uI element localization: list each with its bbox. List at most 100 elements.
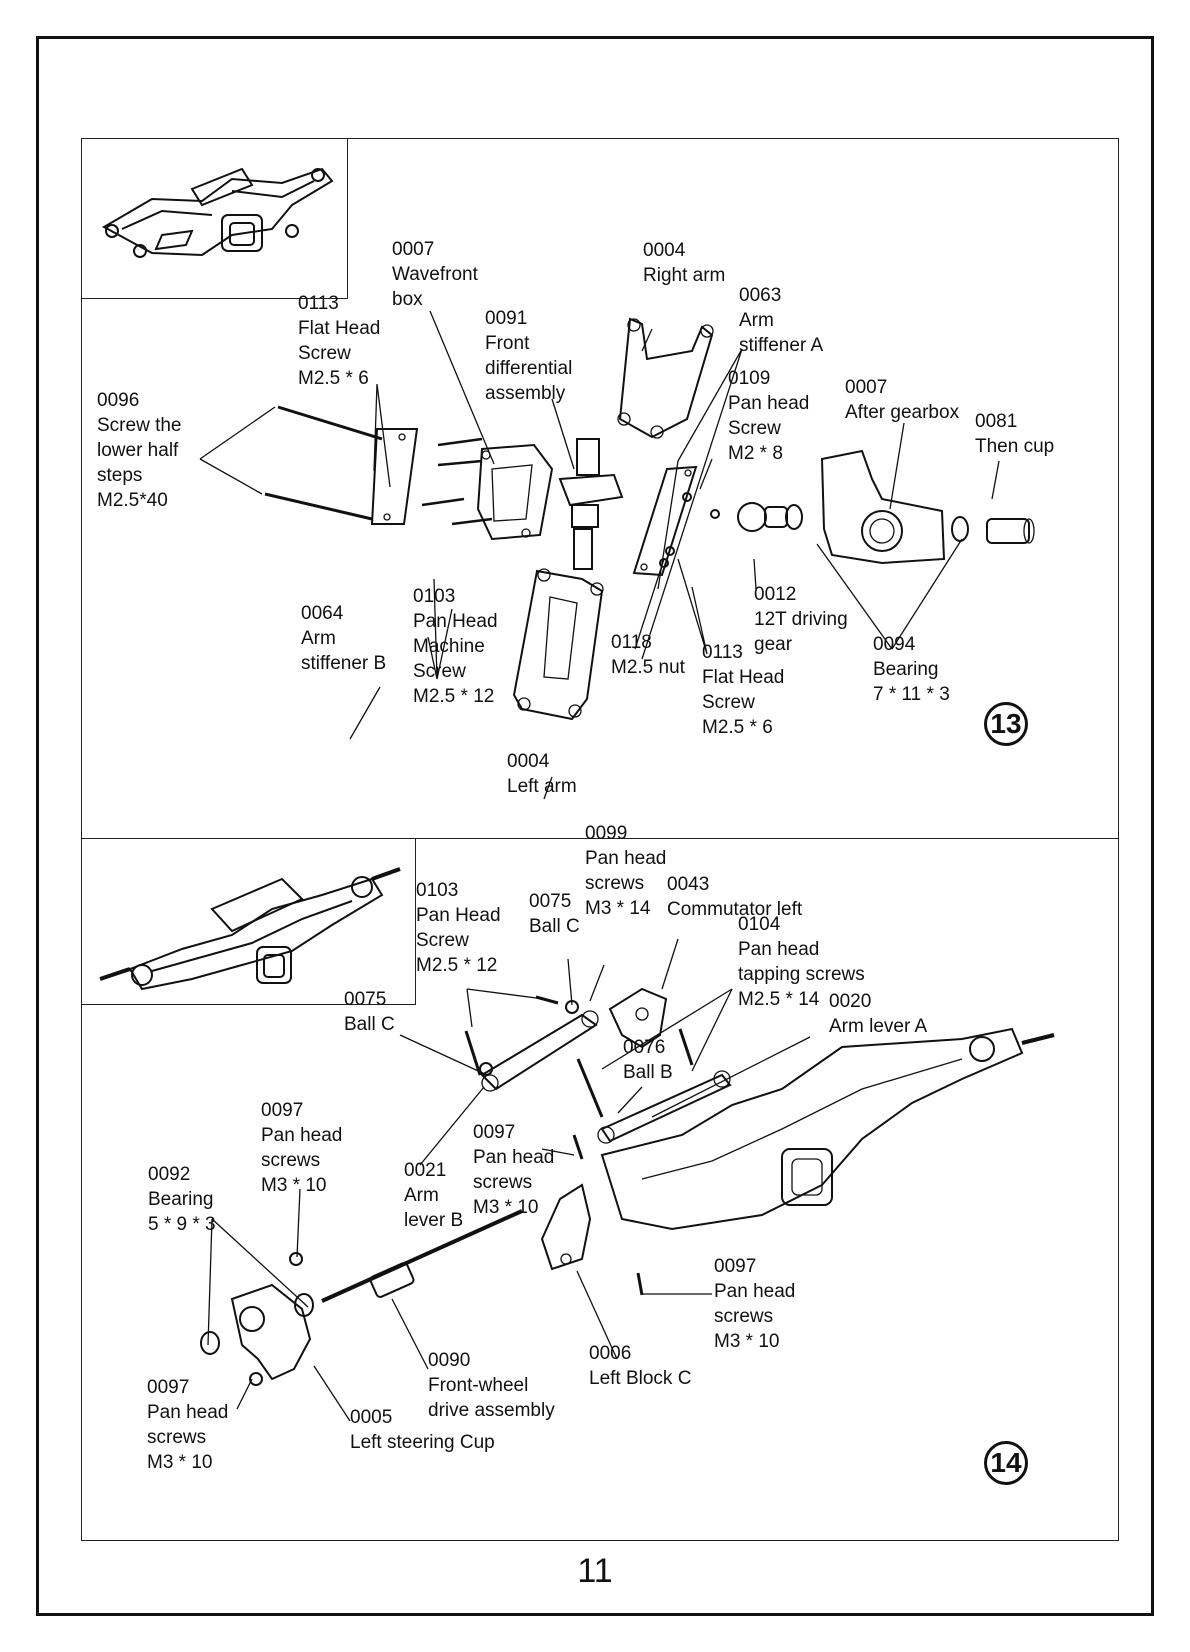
part-description-line: Left arm [507, 776, 577, 797]
page-frame [36, 36, 1154, 1616]
part-number: 0020 [829, 991, 872, 1012]
part-number: 0090 [428, 1350, 471, 1371]
part-number: 0097 [473, 1122, 516, 1143]
part-description-line: M2.5 * 14 [738, 989, 820, 1010]
part-number: 0004 [643, 240, 686, 261]
part-description-line: gear [754, 634, 793, 655]
part-number: 0091 [485, 308, 528, 329]
part-description-line: M2.5 * 12 [416, 955, 498, 976]
part-description-line: M2.5 * 6 [298, 368, 369, 389]
part-description-line: steps [97, 465, 143, 486]
part-description-line: Arm [301, 628, 336, 649]
part-number: 0099 [585, 823, 628, 844]
part-number: 0094 [873, 634, 916, 655]
part-number: 0118 [611, 632, 652, 653]
part-number: 0097 [147, 1377, 190, 1398]
step-13-badge: 13 [984, 702, 1028, 746]
part-description-line: screws [473, 1172, 533, 1193]
part-number: 0097 [714, 1256, 757, 1277]
part-number: 0103 [416, 880, 459, 901]
part-number: 0104 [738, 914, 781, 935]
step-14-exploded-view-drawing [200, 938, 1055, 1422]
part-description-line: Front-wheel [428, 1375, 529, 1396]
step-13-panel: 13 [81, 138, 1119, 839]
step-14-overview-thumbnail [82, 839, 416, 1005]
part-description-line: Pan head [473, 1147, 555, 1168]
part-description-line: differential [485, 358, 573, 379]
part-description-line: Screw [416, 930, 469, 951]
part-description-line: M2.5*40 [97, 490, 168, 511]
part-description-line: M2.5 * 12 [413, 686, 495, 707]
part-description-line: Left Block C [589, 1368, 692, 1389]
part-description-line: Pan head [738, 939, 820, 960]
part-number: 0064 [301, 603, 344, 624]
part-description-line: M3 * 14 [585, 898, 651, 919]
step-number: 13 [990, 708, 1022, 739]
part-description-line: screws [147, 1427, 207, 1448]
part-description-line: tapping screws [738, 964, 865, 985]
part-number: 0096 [97, 390, 140, 411]
part-description-line: screws [714, 1306, 774, 1327]
part-number: 0063 [739, 285, 782, 306]
part-description-line: Screw [728, 418, 781, 439]
part-description-line: screws [261, 1150, 321, 1171]
part-description-line: screws [585, 873, 645, 894]
part-number: 0097 [261, 1100, 304, 1121]
part-description-line: Flat Head [702, 667, 785, 688]
step-14-panel: 14 [81, 839, 1119, 1541]
part-description-line: Machine [413, 636, 485, 657]
part-number: 0007 [392, 239, 435, 260]
part-number: 0109 [728, 368, 771, 389]
part-number: 0113 [298, 293, 339, 314]
part-description-line: M2.5 nut [611, 657, 685, 678]
part-description-line: M3 * 10 [714, 1331, 780, 1352]
part-description-line: stiffener B [301, 653, 387, 674]
part-number: 0012 [754, 584, 797, 605]
part-description-line: Pan Head [416, 905, 501, 926]
step-13-overview-thumbnail [82, 139, 348, 299]
part-number: 0021 [404, 1160, 447, 1181]
part-description-line: lower half [97, 440, 179, 461]
part-description-line: After gearbox [845, 402, 960, 423]
part-description-line: Flat Head [298, 318, 381, 339]
part-number: 0006 [589, 1343, 632, 1364]
part-number: 0005 [350, 1407, 393, 1428]
part-description-line: Pan head [585, 848, 667, 869]
part-number: 0092 [148, 1164, 191, 1185]
step-number: 14 [990, 1447, 1022, 1478]
part-description-line: Arm lever A [829, 1016, 928, 1037]
assembled-front-axle-thumbnail-drawing [99, 867, 401, 991]
part-description-line: 7 * 11 * 3 [873, 684, 950, 705]
part-description-line: M3 * 10 [147, 1452, 213, 1473]
part-number: 0103 [413, 586, 456, 607]
part-description-line: assembly [485, 383, 566, 404]
part-description-line: Ball C [529, 916, 580, 937]
page-number: 11 [577, 1552, 613, 1590]
part-number: 0075 [344, 989, 387, 1010]
part-number: 0043 [667, 874, 710, 895]
part-description-line: Screw [298, 343, 351, 364]
part-description-line: Screw [702, 692, 755, 713]
